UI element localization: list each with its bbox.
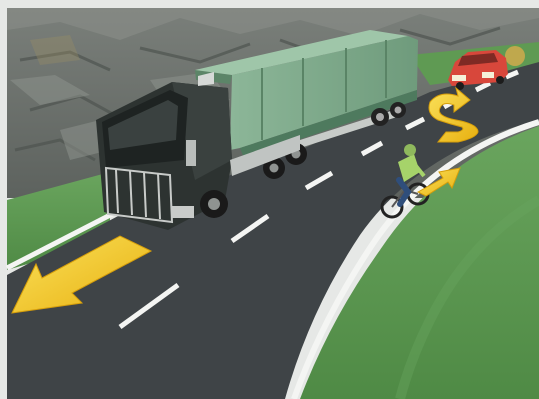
cyclist bbox=[380, 144, 430, 219]
s-curve-arrow-icon bbox=[428, 86, 479, 143]
grass-right bbox=[300, 126, 539, 399]
truck-cab bbox=[96, 72, 307, 230]
big-arrow-left-down-icon bbox=[11, 235, 153, 314]
small-arrow-up-right-icon bbox=[416, 167, 461, 197]
center-dashed-line bbox=[118, 69, 519, 330]
road-edge-left bbox=[5, 207, 122, 271]
road-edge-right bbox=[291, 119, 539, 399]
red-car bbox=[448, 46, 525, 90]
